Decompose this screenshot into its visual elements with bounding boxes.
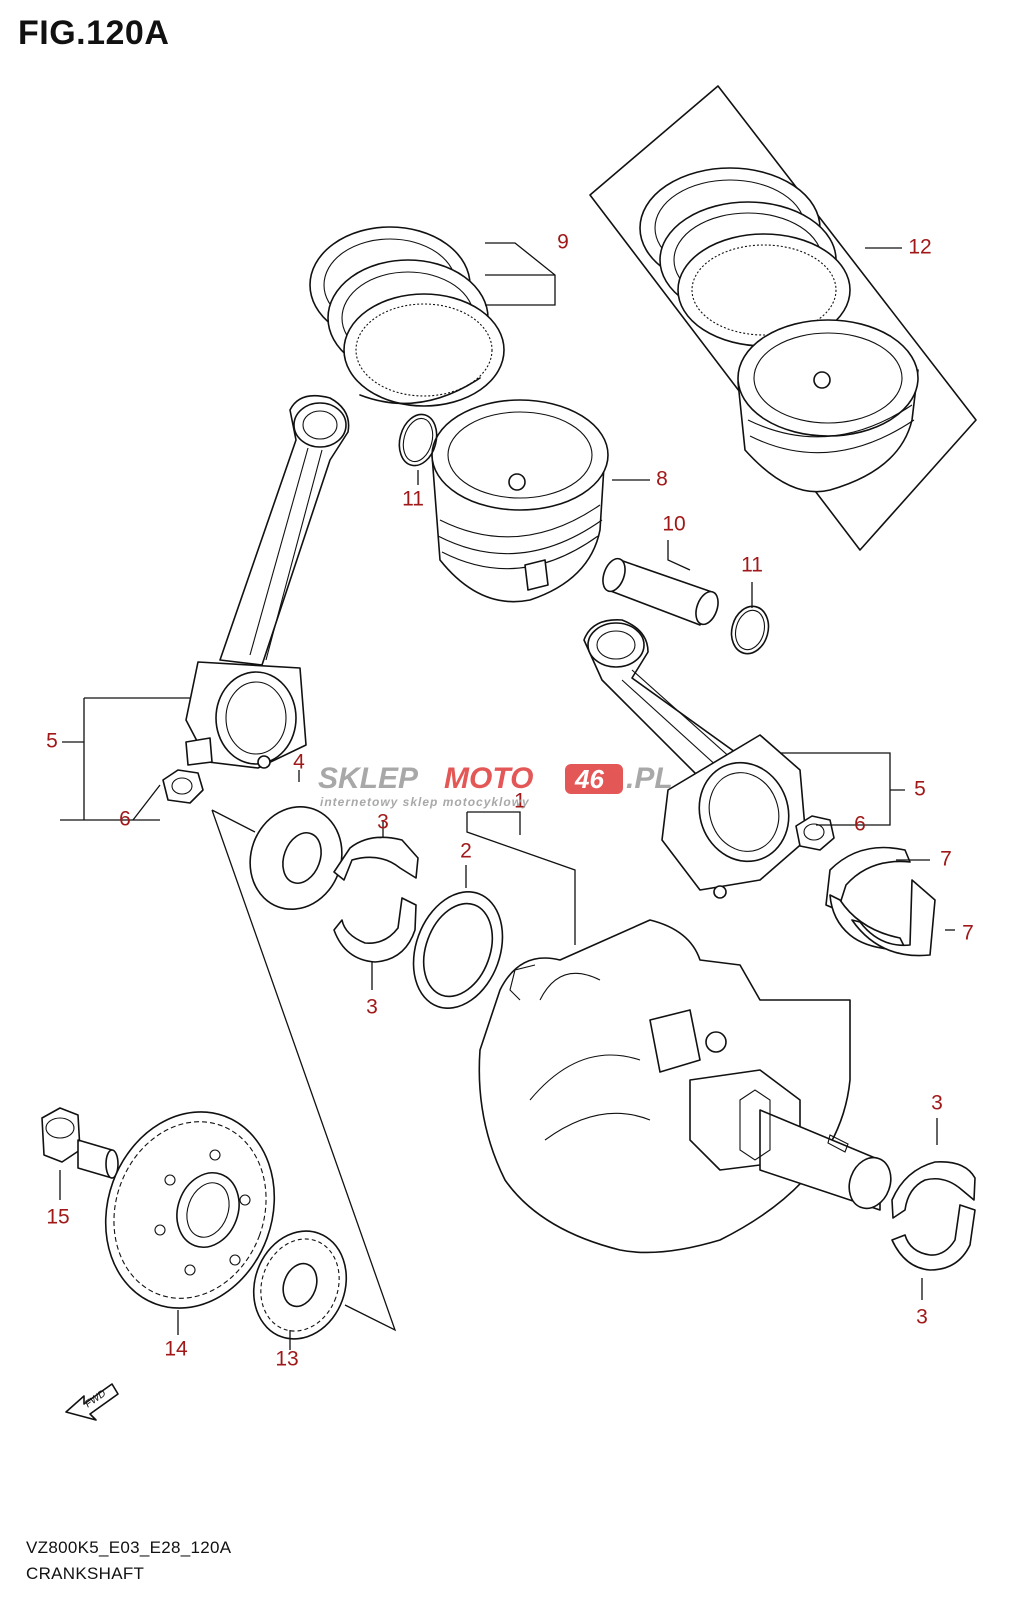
callout-12: 12 bbox=[908, 236, 931, 259]
watermark-logo: SKLEP MOTO 46 .PL internetowy sklep moto… bbox=[318, 762, 673, 809]
callout-3: 3 bbox=[916, 1306, 928, 1329]
figure-title: FIG.120A bbox=[18, 14, 170, 52]
nut-left[interactable] bbox=[162, 769, 204, 804]
gear-large[interactable] bbox=[79, 1088, 302, 1332]
callout-1: 1 bbox=[514, 790, 526, 813]
figure-name: CRANKSHAFT bbox=[26, 1564, 145, 1583]
leader-lines bbox=[59, 242, 955, 1350]
crankshaft[interactable] bbox=[478, 919, 897, 1254]
fwd-arrow-icon: FWD bbox=[65, 1383, 119, 1421]
watermark-brand-c: 46 bbox=[574, 764, 604, 794]
callout-11: 11 bbox=[402, 488, 424, 511]
bolt[interactable] bbox=[41, 1107, 119, 1179]
circlip-left[interactable] bbox=[394, 410, 442, 470]
callout-6: 6 bbox=[854, 813, 866, 836]
conrod-right[interactable] bbox=[583, 619, 807, 899]
callout-13: 13 bbox=[275, 1348, 298, 1371]
callout-8: 8 bbox=[656, 468, 668, 491]
thrust-washer[interactable] bbox=[236, 794, 356, 923]
callout-3: 3 bbox=[377, 811, 389, 834]
callout-4: 4 bbox=[293, 751, 305, 774]
callout-5: 5 bbox=[914, 778, 926, 801]
callout-5: 5 bbox=[46, 730, 58, 753]
callout-3: 3 bbox=[366, 996, 378, 1019]
callout-3: 3 bbox=[931, 1092, 943, 1115]
piston-set[interactable] bbox=[589, 85, 977, 551]
watermark-tagline: internetowy sklep motocyklowy bbox=[320, 795, 530, 809]
callout-6: 6 bbox=[119, 808, 131, 831]
figure-code: VZ800K5_E03_E28_120A bbox=[26, 1538, 232, 1557]
piston[interactable] bbox=[431, 399, 609, 603]
thrust-bearing[interactable] bbox=[398, 879, 518, 1020]
callout-9: 9 bbox=[557, 231, 569, 254]
callout-15: 15 bbox=[46, 1206, 69, 1229]
watermark-brand-d: .PL bbox=[626, 762, 673, 795]
watermark-brand-a: SKLEP bbox=[318, 762, 419, 795]
assembly-bracket bbox=[211, 809, 397, 1332]
conrod-bearings[interactable] bbox=[825, 846, 936, 957]
piston-pin[interactable] bbox=[599, 556, 722, 628]
callout-labels: 1 2 3 3 3 3 4 5 5 6 6 7 7 8 9 10 11 11 1… bbox=[46, 231, 974, 1371]
main-bearings-right[interactable] bbox=[891, 1161, 976, 1271]
piston-rings[interactable] bbox=[309, 226, 505, 407]
callout-10: 10 bbox=[662, 513, 685, 536]
callout-2: 2 bbox=[460, 840, 472, 863]
callout-7: 7 bbox=[940, 848, 952, 871]
main-bearings-left[interactable] bbox=[333, 836, 419, 963]
gear-small[interactable] bbox=[239, 1218, 361, 1352]
circlip-right[interactable] bbox=[726, 602, 773, 658]
callout-11: 11 bbox=[741, 554, 763, 577]
watermark-badge bbox=[565, 764, 623, 794]
callout-14: 14 bbox=[164, 1338, 188, 1361]
conrod-left[interactable] bbox=[185, 394, 350, 769]
callout-7: 7 bbox=[962, 922, 974, 945]
watermark-brand-b: MOTO bbox=[444, 762, 533, 795]
